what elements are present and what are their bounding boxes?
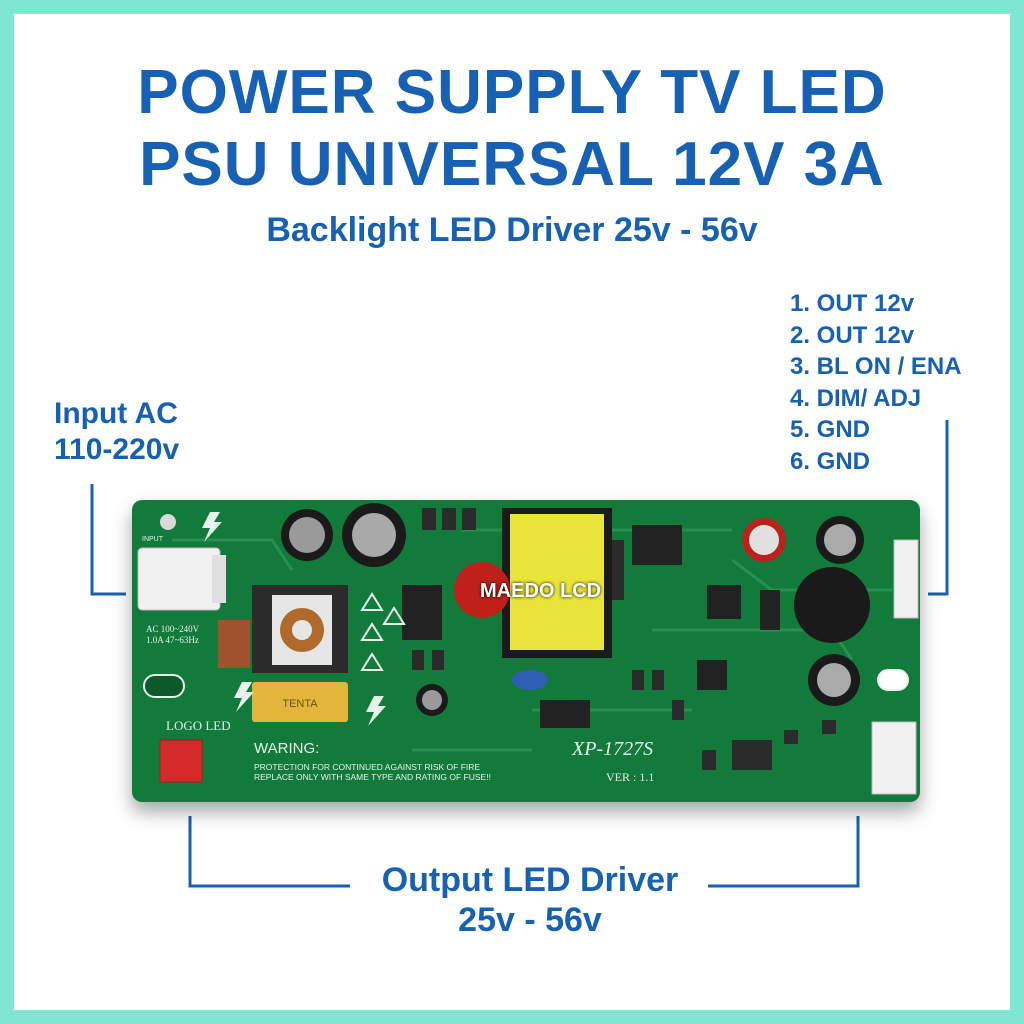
pcb-version: VER : 1.1	[606, 770, 655, 784]
output-bracket-left	[188, 816, 350, 888]
title-line-2: PSU UNIVERSAL 12V 3A	[139, 130, 885, 199]
pcb-ac-rating: AC 100~240V 1.0A 47~63Hz	[146, 624, 199, 646]
pin-bracket	[928, 420, 949, 596]
pin-list: 1. OUT 12v 2. OUT 12v 3. BL ON / ENA 4. …	[790, 288, 962, 477]
six-pin-connector	[893, 539, 919, 619]
pcb-input-silk: INPUT	[142, 536, 163, 543]
output-connector	[871, 721, 917, 795]
pcb-warning-title: WARING:	[254, 740, 320, 757]
ic-chip	[540, 700, 590, 728]
cap-brand: TENTA	[282, 698, 318, 710]
ac-rating-line1: AC 100~240V	[146, 624, 200, 634]
pin-item: 1. OUT 12v	[790, 290, 915, 317]
pcb-logo-led: LOGO LED	[166, 718, 231, 733]
corner-hole	[160, 514, 176, 530]
subtitle: Backlight LED Driver 25v - 56v	[266, 211, 758, 249]
film-capacitor	[218, 620, 250, 668]
ac-rating-line2: 1.0A 47~63Hz	[146, 635, 199, 645]
logo-led-connector	[159, 739, 203, 783]
warning-line2: REPLACE ONLY WITH SAME TYPE AND RATING O…	[254, 772, 491, 782]
ic-chip	[632, 525, 682, 565]
mount-hole-left	[143, 674, 185, 698]
input-connector	[137, 547, 221, 611]
pcb-warning-text: PROTECTION FOR CONTINUED AGAINST RISK OF…	[254, 762, 491, 782]
output-bracket-right	[708, 816, 860, 888]
inductor	[794, 567, 870, 643]
watermark-text: MAEDO LCD	[480, 580, 602, 602]
pin-item: 2. OUT 12v	[790, 321, 915, 349]
input-ac-label-line1: Input AC	[54, 397, 178, 430]
lightning-icon	[366, 696, 386, 726]
ic-chip	[707, 585, 741, 619]
output-label-line1: Output LED Driver	[381, 861, 679, 899]
pin-item: 3. BL ON / ENA	[790, 353, 962, 380]
pcb-model: XP-1727S	[572, 738, 654, 760]
title-line-1: POWER SUPPLY TV LED	[137, 58, 887, 127]
pcb-components: TENTA	[137, 503, 919, 795]
output-label-line2: 25v - 56v	[458, 901, 602, 939]
y-capacitor	[512, 670, 548, 690]
ic-chip	[697, 660, 727, 690]
output-led-driver-label: Output LED Driver 25v - 56v	[0, 860, 1024, 940]
pin-item: 5. GND	[790, 416, 871, 443]
lightning-icon	[234, 682, 254, 712]
ic-chip	[402, 585, 442, 640]
lightning-icon	[202, 512, 222, 542]
pin-item: 6. GND	[790, 447, 871, 475]
x-capacitor	[252, 682, 348, 722]
mount-hole-right	[877, 669, 909, 691]
input-ac-label: Input AC 110-220v	[54, 396, 179, 468]
input-ac-label-line2: 110-220v	[54, 433, 180, 466]
pcb-board: TENTA	[132, 500, 920, 802]
warning-line1: PROTECTION FOR CONTINUED AGAINST RISK OF…	[254, 762, 481, 772]
pin-item: 4. DIM/ ADJ	[790, 384, 922, 412]
input-bracket	[90, 484, 126, 596]
maedo-logo-icon	[454, 562, 510, 618]
